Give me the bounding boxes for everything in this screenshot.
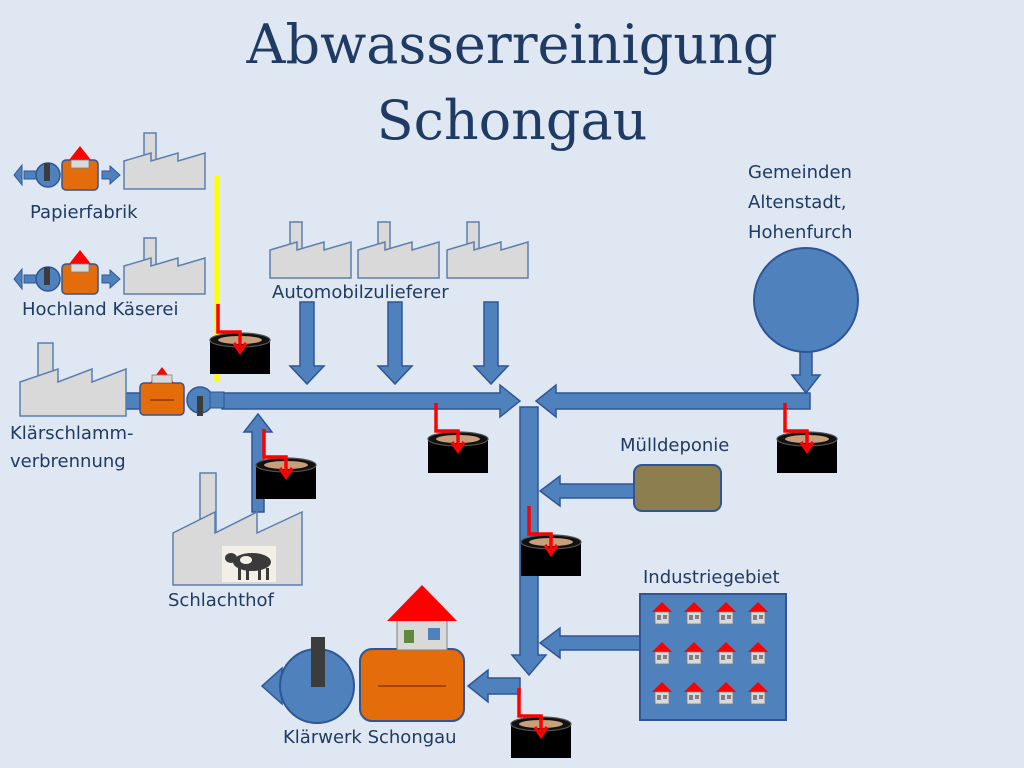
factory-icon (357, 221, 440, 279)
label-gemeinden-2: Altenstadt, (748, 192, 847, 213)
label-gemeinden-3: Hohenfurch (748, 222, 853, 243)
label-industriegebiet: Industriegebiet (643, 567, 780, 588)
factory-icon (269, 221, 352, 279)
label-gemeinden-1: Gemeinden (748, 162, 852, 183)
industriegebiet-block (639, 593, 787, 721)
sample-vessel-icon (775, 401, 839, 475)
klaerwerk-plant (279, 585, 465, 724)
factory-icon (123, 237, 206, 295)
muelldeponie-box (633, 464, 722, 512)
sample-vessel-icon (509, 686, 573, 760)
cow-icon (222, 546, 276, 582)
page-title: Abwasserreinigung (246, 13, 778, 76)
label-klaerschlamm-2: verbrennung (10, 451, 126, 472)
pipe-network (125, 301, 822, 706)
auto-pipe-3 (472, 301, 510, 386)
pretreatment-unit-klaerschlamm (139, 367, 225, 416)
pretreatment-unit-papierfabrik (13, 145, 121, 191)
label-muelldeponie: Mülldeponie (620, 435, 730, 456)
factory-icon (19, 342, 127, 417)
sample-vessel-icon (426, 401, 490, 475)
gemeinden-reservoir (753, 247, 859, 353)
label-klaerschlamm-1: Klärschlamm- (10, 423, 134, 444)
label-papierfabrik: Papierfabrik (30, 202, 138, 223)
sample-vessel-icon (208, 302, 272, 376)
label-hochland: Hochland Käserei (22, 299, 179, 320)
auto-pipe-1 (288, 301, 326, 386)
industrie-pipe (538, 626, 641, 660)
house-icon (387, 585, 457, 621)
main-pipe-right (534, 383, 811, 419)
factory-icon (446, 221, 529, 279)
page-subtitle: Schongau (376, 89, 648, 152)
label-automobil: Automobilzulieferer (272, 282, 449, 303)
sample-vessel-icon (254, 427, 318, 501)
treatment-tank-icon (359, 648, 465, 722)
sample-vessel-icon (519, 504, 583, 578)
main-pipe-left (221, 383, 522, 419)
pretreatment-unit-hochland (13, 249, 121, 295)
label-schlachthof: Schlachthof (168, 590, 274, 611)
label-klaerwerk: Klärwerk Schongau (283, 727, 457, 748)
klaerwerk-feed-pipe (466, 668, 521, 704)
muelldeponie-pipe (538, 474, 637, 508)
auto-pipe-2 (376, 301, 414, 386)
